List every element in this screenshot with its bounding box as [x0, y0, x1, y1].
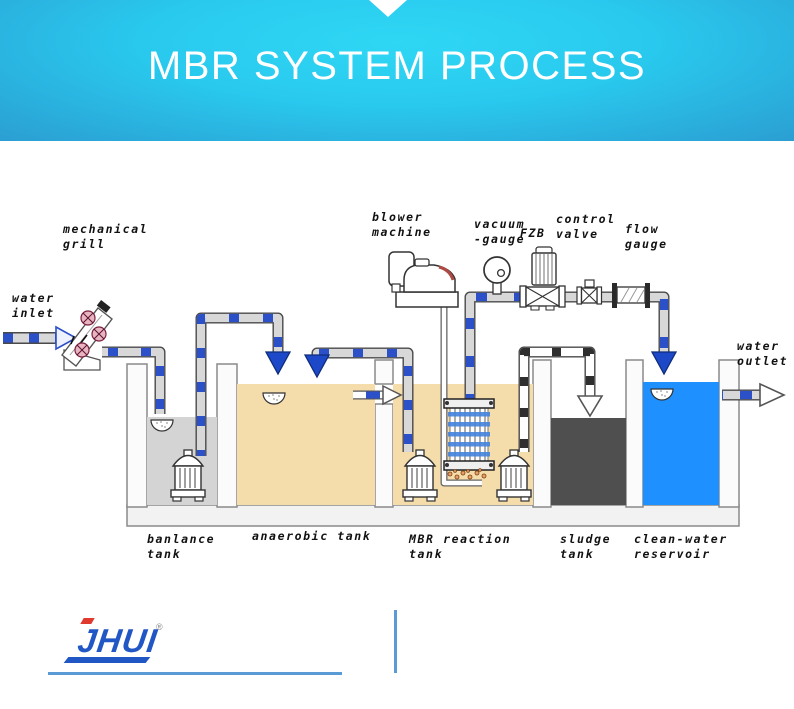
title-banner: MBR SYSTEM PROCESS [0, 0, 794, 141]
anaerobic-tank-water [237, 384, 375, 505]
label-anaerobic-tank: anaerobic tank [252, 529, 372, 543]
mechanical-grill [61, 299, 113, 371]
label-water-outlet: water outlet [737, 339, 789, 368]
clean-water [643, 382, 719, 505]
arrow-into-reservoir [650, 351, 678, 376]
pipe-permeate-line [464, 291, 670, 400]
water-inlet-arrowhead [55, 325, 78, 351]
sludge-tank-content [551, 418, 626, 505]
registered-mark-icon: ® [156, 622, 163, 632]
arrow-into-anaerobic-1 [264, 351, 292, 376]
arrow-into-anaerobic-2 [303, 354, 331, 379]
fzb-pump [519, 246, 566, 311]
pipe-grill-to-balance [102, 346, 166, 414]
label-control-valve: control valve [556, 212, 616, 241]
page-title: MBR SYSTEM PROCESS [147, 44, 647, 88]
logo-text: JHUI [75, 622, 160, 659]
label-balance-tank: banlance tank [147, 532, 216, 561]
label-flow-gauge: flow gauge [625, 222, 668, 251]
blower-machine [388, 251, 459, 308]
label-mbr-reaction-tank: MBR reaction tank [409, 532, 512, 561]
label-fzb: FZB [520, 226, 546, 240]
wall-mbr-sludge [532, 359, 552, 508]
wall-anaerobic-mbr-lower [374, 403, 394, 508]
air-bubbles [447, 468, 487, 480]
label-blower-machine: blower machine [372, 210, 432, 239]
wall-right-outer [718, 359, 740, 508]
wall-anaerobic-mbr-upper [374, 359, 394, 385]
label-vacuum-gauge: vacuum -gauge [474, 217, 526, 246]
logo-underline-swoosh [63, 657, 151, 663]
label-clean-water-reservoir: clean-water reservoir [634, 532, 728, 561]
wall-left-outer [126, 363, 148, 508]
label-water-inlet: water inlet [12, 291, 55, 320]
footer-vertical-line [394, 610, 397, 673]
arrow-into-sludge [576, 395, 604, 418]
pipe-balance-to-anaerobic [195, 312, 284, 456]
pipe-blower-air [440, 307, 482, 487]
company-logo: JHUI ® [48, 608, 748, 688]
mbr-membrane-module [443, 398, 495, 480]
pipe-sludge-line [518, 346, 596, 452]
control-valve [576, 279, 603, 305]
wall-sludge-reservoir [625, 359, 644, 508]
banner-notch-triangle [369, 0, 407, 17]
wall-balance-anaerobic [216, 363, 238, 508]
footer-horizontal-line [48, 672, 342, 675]
label-mechanical-grill: mechanical grill [63, 222, 149, 251]
water-outlet-arrowhead [759, 382, 786, 408]
flow-gauge [612, 283, 650, 308]
arrow-anaerobic-to-mbr [353, 384, 403, 406]
vacuum-gauge [483, 256, 511, 295]
label-sludge-tank: sludge tank [560, 532, 612, 561]
